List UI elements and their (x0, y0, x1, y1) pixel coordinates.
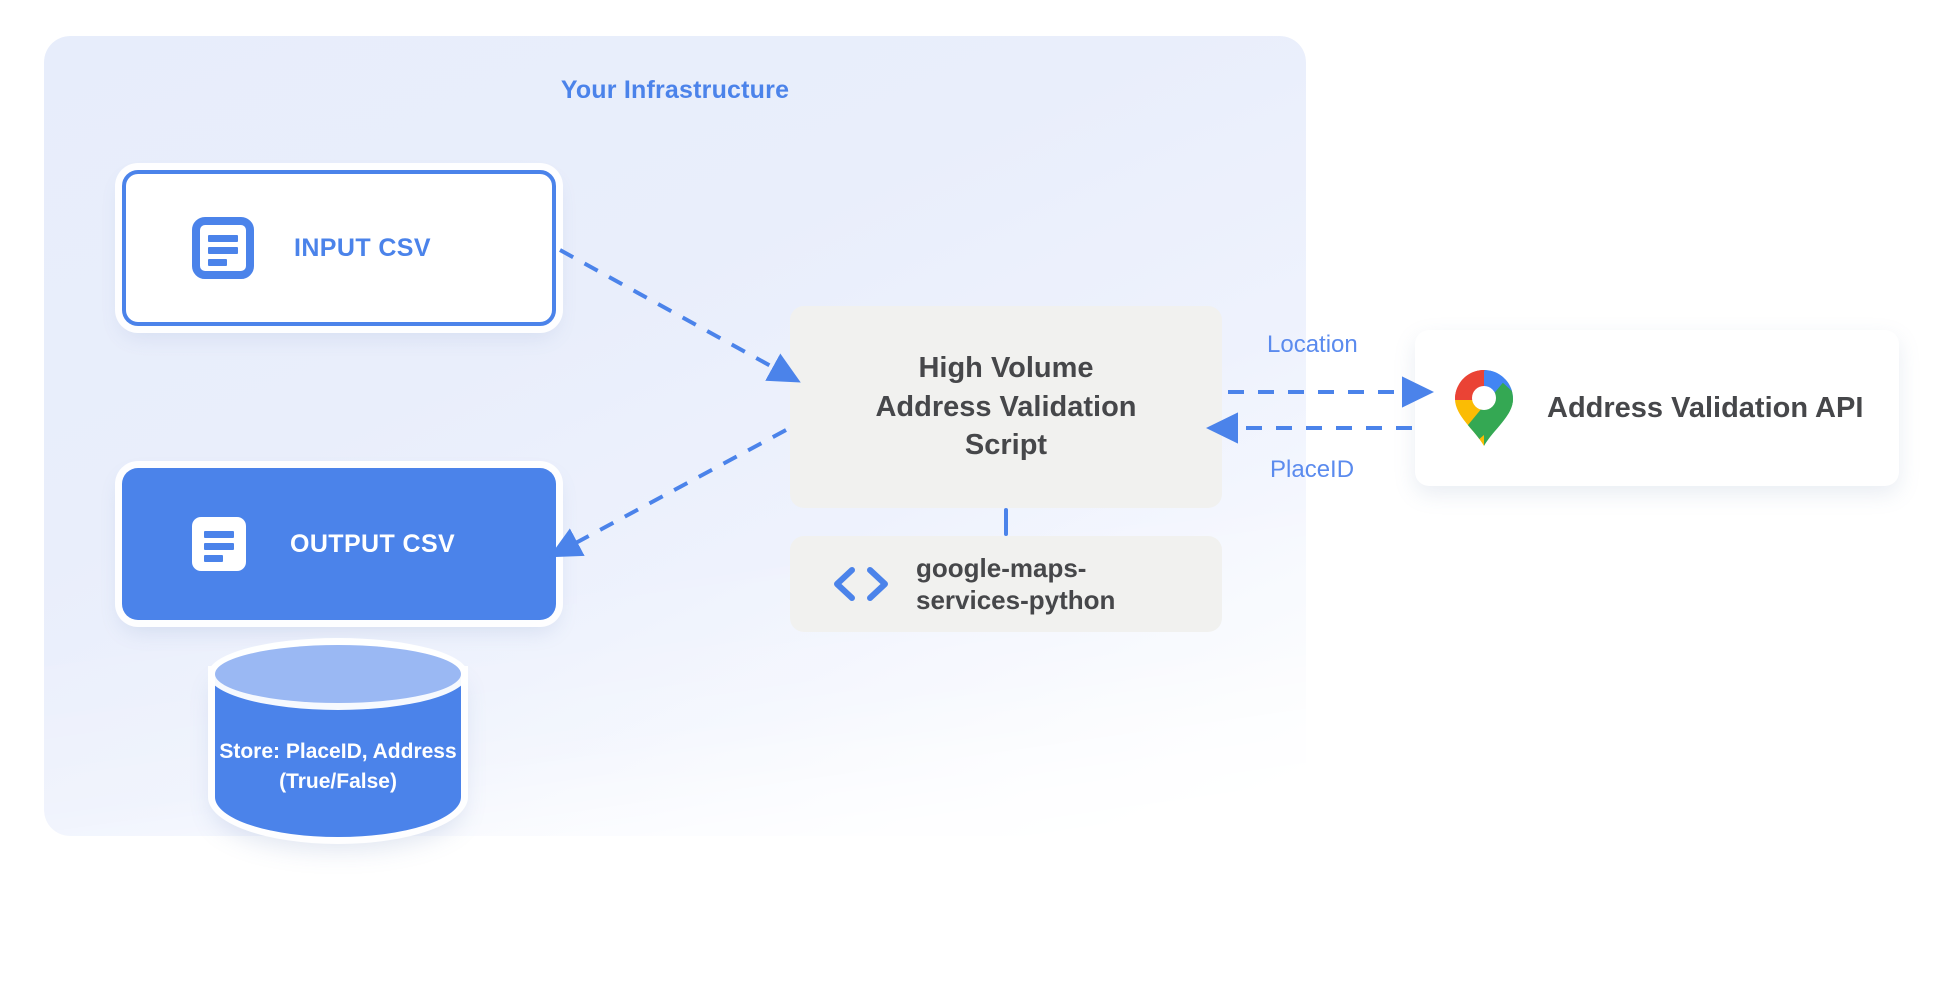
edge-label-location: Location (1267, 331, 1358, 358)
node-client-library[interactable]: google-maps- services-python (790, 536, 1222, 632)
infrastructure-title: Your Infrastructure (560, 76, 790, 104)
address-validation-api-label: Address Validation API (1547, 391, 1864, 424)
input-csv-label: INPUT CSV (294, 233, 431, 262)
node-address-validation-api[interactable]: Address Validation API (1415, 330, 1899, 486)
database-label: Store: PlaceID, Address (True/False) (219, 740, 457, 793)
node-validation-script[interactable]: High Volume Address Validation Script (790, 306, 1222, 508)
validation-script-label: High Volume Address Validation Script (875, 352, 1137, 462)
code-brackets-icon (830, 564, 892, 604)
edge-label-placeid: PlaceID (1270, 456, 1355, 483)
node-input-csv[interactable]: INPUT CSV (122, 170, 556, 326)
client-library-label: google-maps- services-python (916, 552, 1116, 616)
node-database[interactable]: Store: PlaceID, Address (True/False) (215, 645, 461, 865)
database-cylinder-top (215, 645, 461, 703)
document-icon (192, 217, 254, 279)
output-csv-label: OUTPUT CSV (290, 529, 456, 558)
node-output-csv[interactable]: OUTPUT CSV (122, 468, 556, 620)
script-library-connector (1004, 508, 1008, 536)
google-maps-pin-icon (1453, 368, 1515, 448)
document-icon (188, 513, 250, 575)
